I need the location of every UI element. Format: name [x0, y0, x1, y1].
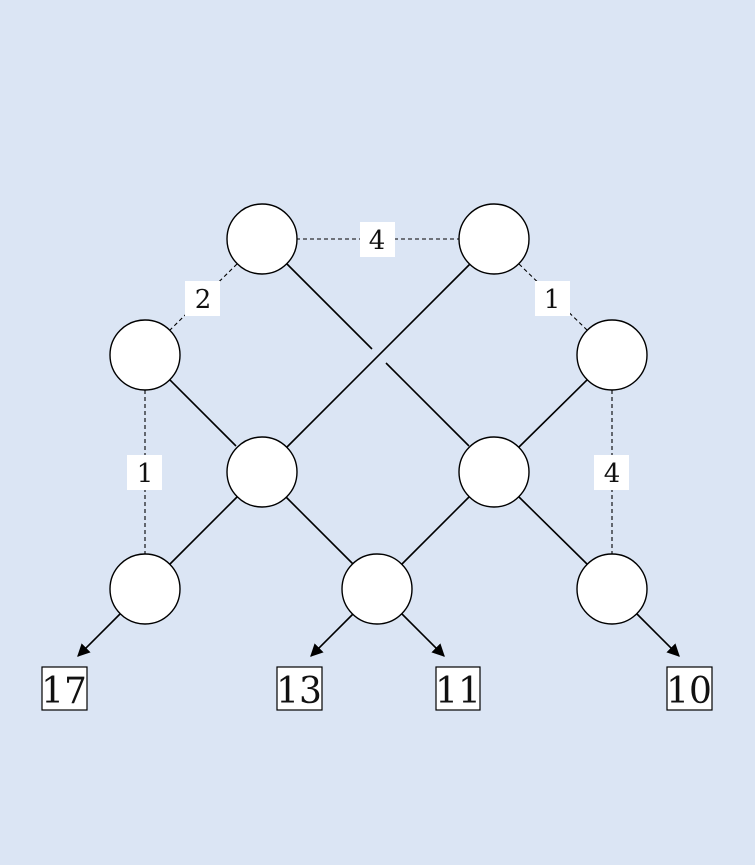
edge-label-upper-left-text: 2	[195, 285, 212, 315]
dashed-edges	[144, 238, 613, 555]
edge-left-to-mid-left	[169, 379, 237, 447]
node-left	[109, 319, 181, 391]
edge-mid-right-to-bottom-center	[401, 496, 470, 565]
output-box-10: 10	[666, 666, 713, 712]
edge-label-upper-left: 2	[185, 281, 220, 316]
edge-top-left-to-mid-right	[286, 263, 373, 350]
edge-mid-left-to-bottom-left	[169, 496, 238, 565]
output-11-text: 11	[435, 671, 481, 712]
node-mid-left	[226, 436, 298, 508]
edge-label-left-text: 1	[137, 459, 154, 489]
edge-labels: 4 2 1 1 4	[127, 222, 629, 490]
edge-mid-left-to-bottom-center	[285, 496, 354, 565]
arrow-to-output-10	[636, 613, 680, 657]
node-bottom-right	[576, 553, 648, 625]
nodes	[109, 203, 648, 625]
edge-label-right-text: 4	[604, 459, 621, 489]
output-box-17: 17	[41, 666, 88, 712]
solid-edges	[169, 263, 588, 565]
output-arrows	[77, 613, 680, 657]
output-17-text: 17	[41, 671, 87, 712]
node-top-left	[226, 203, 298, 275]
output-box-11: 11	[435, 666, 481, 712]
edge-label-right: 4	[594, 455, 629, 490]
edge-label-top: 4	[360, 222, 395, 257]
edge-label-upper-right-text: 1	[544, 285, 561, 315]
output-box-13: 13	[276, 666, 323, 712]
edge-top-right-to-mid-left	[285, 263, 471, 449]
arrow-to-output-13	[310, 613, 354, 657]
dashed-edge-upper-left	[169, 263, 238, 331]
node-bottom-center	[341, 553, 413, 625]
output-10-text: 10	[666, 671, 712, 712]
node-top-right	[458, 203, 530, 275]
node-right	[576, 319, 648, 391]
node-bottom-left	[109, 553, 181, 625]
dashed-edge-upper-right	[518, 263, 588, 331]
output-13-text: 13	[276, 671, 322, 712]
arrow-to-output-11	[401, 613, 445, 657]
edge-label-upper-right: 1	[535, 281, 570, 316]
arrow-to-output-17	[77, 613, 121, 657]
edge-label-top-text: 4	[369, 226, 386, 256]
edge-mid-right-to-bottom-right	[518, 496, 588, 565]
edge-right-to-mid-right	[518, 379, 588, 448]
outputs: 17 13 11 10	[41, 666, 713, 712]
node-mid-right	[458, 436, 530, 508]
edge-label-left: 1	[127, 455, 162, 490]
edge-top-left-to-mid-right-lower	[385, 362, 470, 447]
